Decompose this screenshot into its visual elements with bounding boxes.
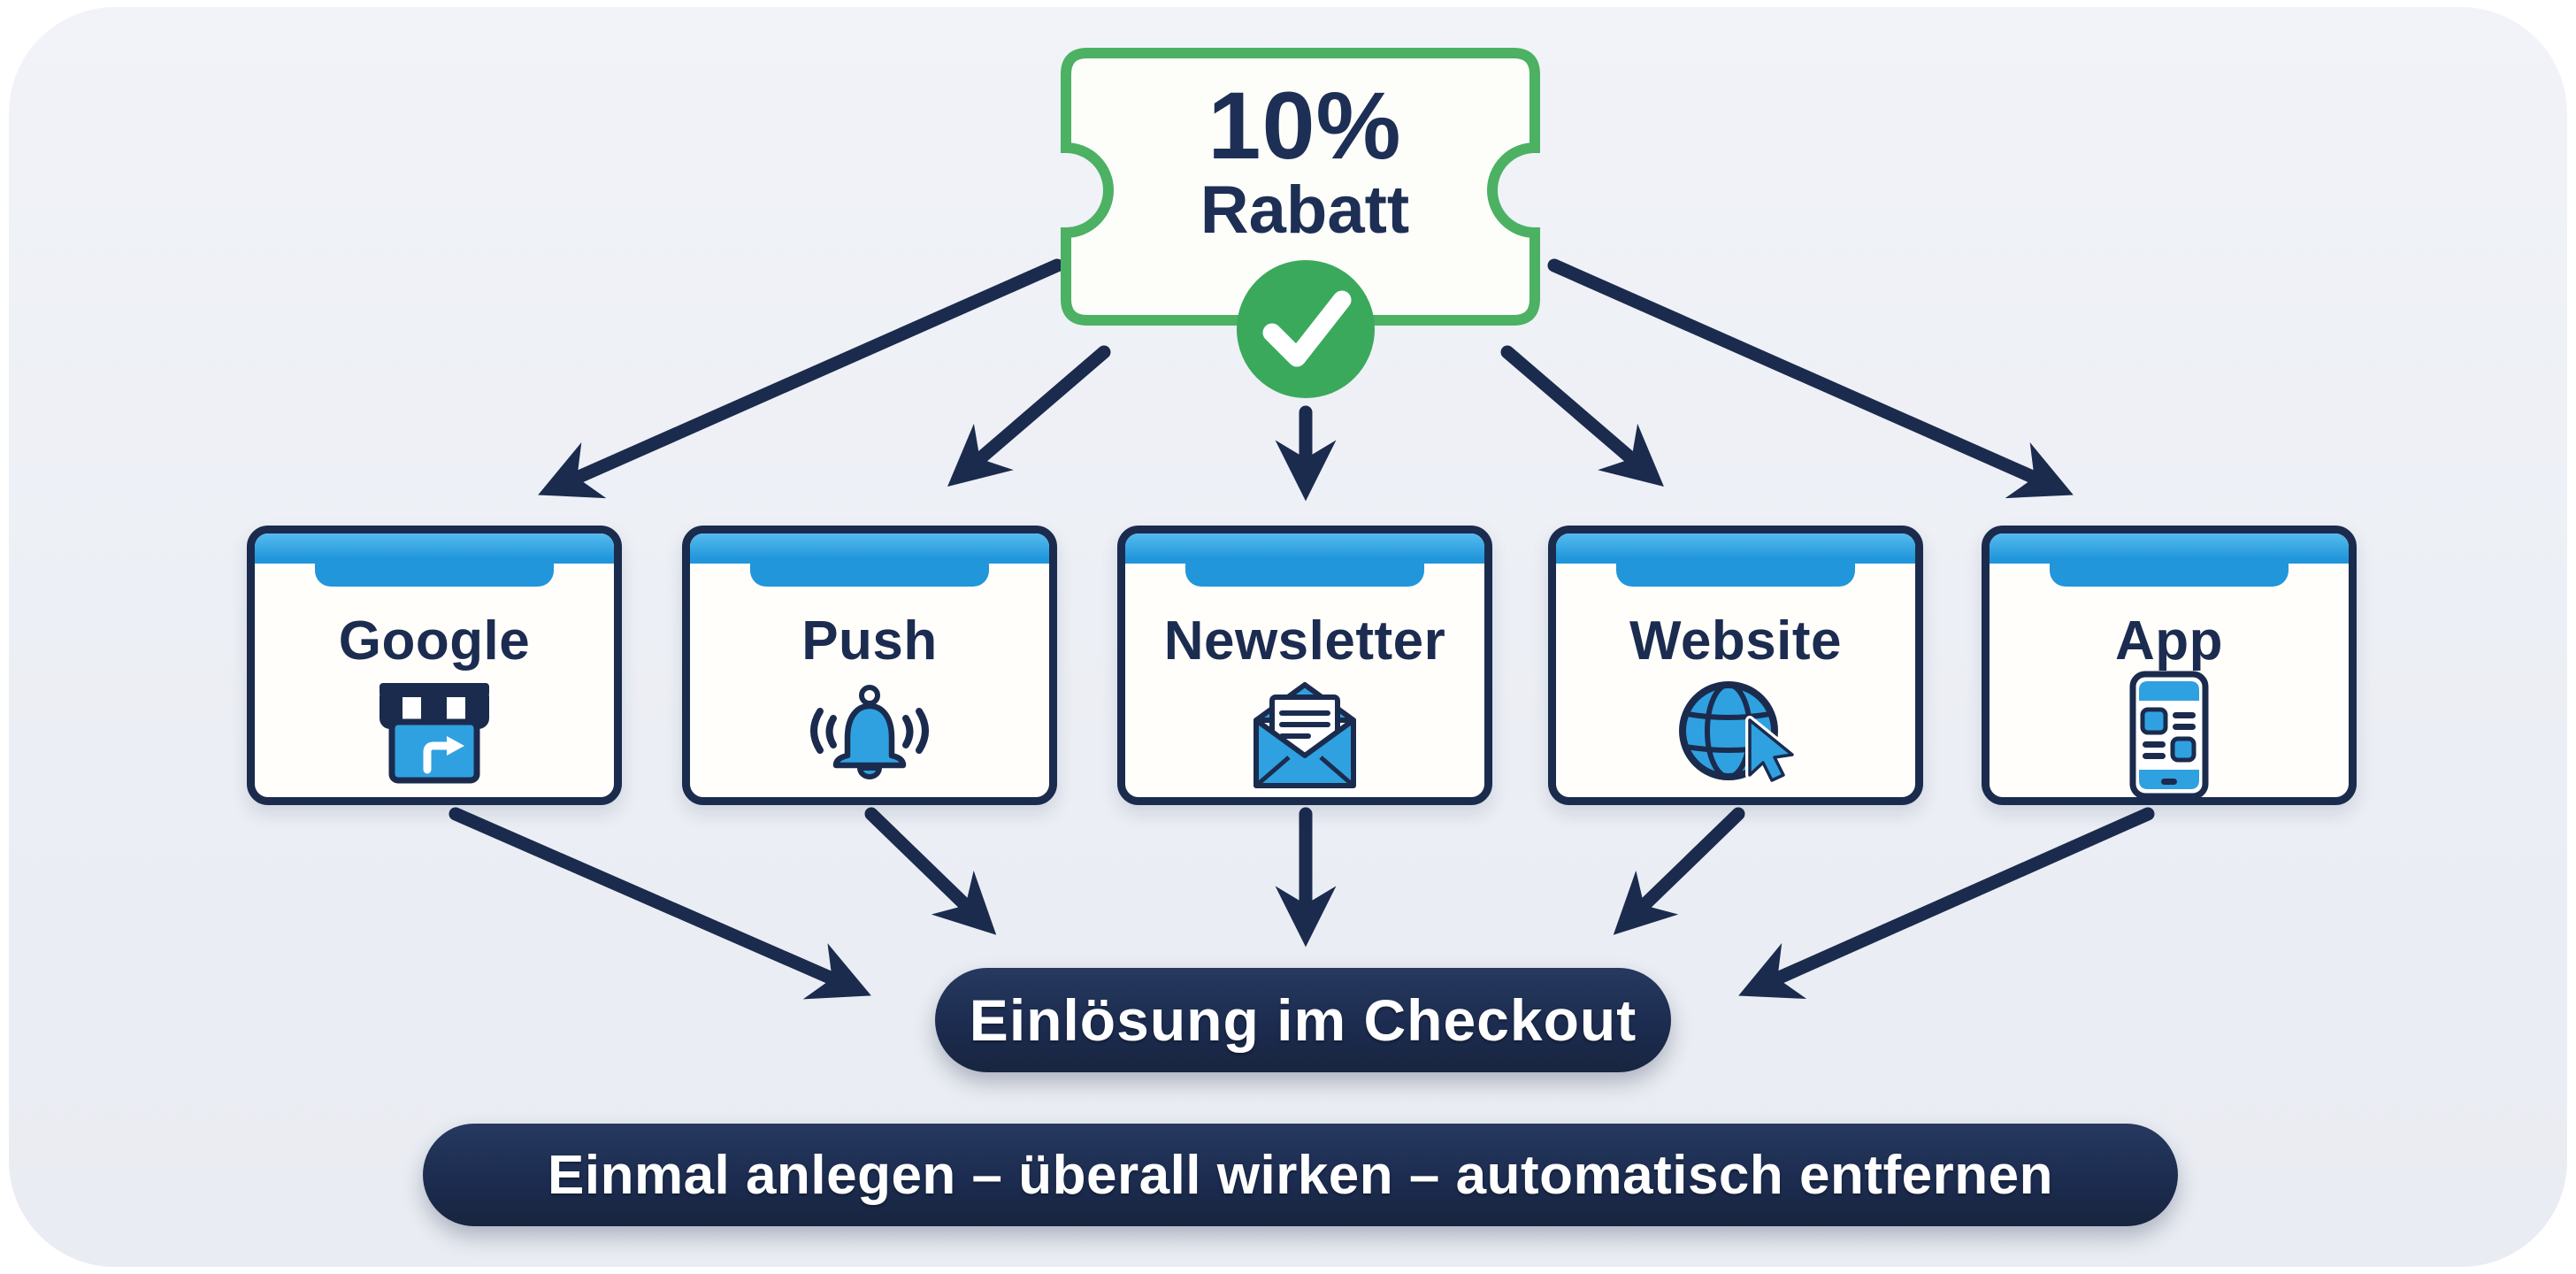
channel-label: Website [1629, 610, 1843, 672]
channel-label: App [2114, 610, 2224, 672]
channel-header-bar [1990, 533, 2349, 587]
globe-cursor-icon [1556, 666, 1915, 797]
arrow-website-to-checkout [1613, 807, 1745, 935]
channel-header-bar [1125, 533, 1484, 587]
arrow-coupon-to-push [947, 345, 1111, 487]
coupon-outline [1061, 48, 1540, 326]
channel-header-bar [690, 533, 1049, 587]
arrow-app-to-checkout [1738, 807, 2155, 1000]
banner-pill: Einmal anlegen – überall wirken – automa… [423, 1124, 2178, 1226]
channel-header-bar [1556, 533, 1915, 587]
arrow-coupon-to-website [1500, 345, 1664, 487]
channel-box-push: Push [682, 526, 1057, 805]
channel-box-newsletter: Newsletter [1117, 526, 1492, 805]
storefront-icon [255, 666, 614, 797]
channel-label: Newsletter [1163, 610, 1446, 672]
channel-box-website: Website [1548, 526, 1923, 805]
open-envelope-icon [1125, 666, 1484, 797]
channel-label: Google [338, 610, 531, 672]
channel-label: Push [801, 610, 938, 672]
arrow-push-to-checkout [864, 807, 997, 935]
banner-label: Einmal anlegen – überall wirken – automa… [548, 1144, 2053, 1206]
smartphone-icon [1990, 666, 2349, 797]
checkout-label: Einlösung im Checkout [969, 987, 1637, 1053]
arrow-coupon-to-google [538, 258, 1064, 499]
coupon-label: Rabatt [1200, 173, 1410, 249]
arrow-google-to-checkout [448, 807, 871, 1000]
coupon-ticket [1061, 48, 1540, 398]
coupon-card: 10% Rabatt [1066, 72, 1544, 249]
coupon-percent: 10% [1208, 72, 1402, 179]
bell-icon [690, 666, 1049, 797]
channel-header-bar [255, 533, 614, 587]
check-icon [1237, 260, 1375, 398]
checkout-pill: Einlösung im Checkout [935, 968, 1671, 1072]
arrow-coupon-to-app [1547, 258, 2074, 499]
channel-box-app: App [1982, 526, 2357, 805]
channel-box-google: Google [247, 526, 622, 805]
